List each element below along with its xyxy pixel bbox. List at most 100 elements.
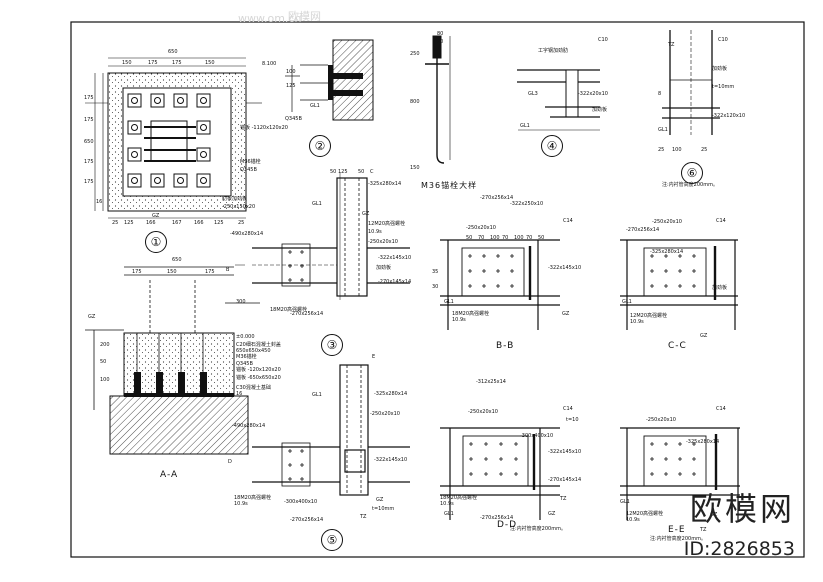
- bolt-mark: [484, 457, 488, 461]
- bolt-mark: [496, 284, 500, 288]
- detail-number-5: ⑤: [321, 529, 343, 551]
- plan1-dims-top-label: 150: [205, 60, 215, 66]
- bb-labels-label: 10.9s: [452, 317, 466, 323]
- detail-number-3: ③: [321, 334, 343, 356]
- plan1-dims-bottom-label: 166: [146, 220, 156, 226]
- dd-labels-label: -270x256x14: [480, 515, 514, 521]
- section-b-b: [440, 239, 560, 330]
- bolt-mark: [664, 269, 668, 273]
- d3-labels-label: -322x145x10: [378, 255, 412, 261]
- d5-labels-label: -270x256x14: [290, 517, 324, 523]
- d3-labels-label: 50: [358, 169, 365, 175]
- section-title-dd: D-D: [497, 520, 518, 530]
- bolt-mark: [469, 472, 473, 476]
- aa-dims-top-label: 175: [205, 269, 215, 275]
- aa-labels-label: 16: [236, 391, 243, 397]
- bolt-mark: [692, 442, 696, 446]
- detail-number-4: ④: [541, 135, 563, 157]
- bolt-mark: [499, 442, 503, 446]
- aa-labels-label: ±0.000: [236, 334, 255, 340]
- bolt-mark: [510, 284, 514, 288]
- bb-labels-label: 70: [526, 235, 533, 241]
- brand-id: ID:2826853: [683, 538, 795, 560]
- section-title-aa: A-A: [160, 470, 179, 480]
- bolt-mark: [300, 477, 304, 481]
- bb-labels-label: 50: [538, 235, 545, 241]
- d6-labels-label: 100: [672, 147, 682, 153]
- d2-labels-label: 150: [410, 165, 420, 171]
- d3-labels-label: C: [370, 169, 374, 175]
- section-title-ee: E-E: [668, 525, 686, 535]
- aa-labels-label: M36锚栓: [236, 354, 257, 360]
- bolt-mark: [678, 254, 682, 258]
- d4-labels-label: GL3: [528, 91, 538, 97]
- dd-labels-label: GZ: [548, 511, 556, 517]
- ee-labels-label: -250x20x10: [646, 417, 676, 423]
- plan1-dims-top-label: 175: [148, 60, 158, 66]
- bolt-mark: [482, 269, 486, 273]
- section-title-m36: M36锚栓大样: [421, 181, 478, 190]
- detail-1-plan: [85, 57, 262, 219]
- detail-number-2: ②: [309, 135, 331, 157]
- d5-labels-label: E: [372, 354, 376, 360]
- dd-labels-label: -250x20x10: [468, 409, 498, 415]
- bb-labels-label: -250x20x10: [466, 225, 496, 231]
- bolt-mark: [664, 254, 668, 258]
- plan1-dims-left-label: 175: [84, 179, 94, 185]
- dd-labels-label: -270x145x14: [548, 477, 582, 483]
- bb-labels-label: GL1: [444, 299, 454, 305]
- bolt-mark: [678, 269, 682, 273]
- dd-labels-label: 18M20高强螺栓: [440, 495, 478, 501]
- d2-labels-label: Q345B: [285, 116, 302, 122]
- bolt-mark: [288, 449, 292, 453]
- section-a-a: [85, 266, 260, 455]
- aa-labels-label: 300: [236, 299, 246, 305]
- d2-labels-label: 20: [437, 39, 444, 45]
- plan1-dims-left-label: 650: [84, 139, 94, 145]
- cc-labels-label: 加劲板: [712, 285, 728, 291]
- plan1-dims-bottom-label: 125: [214, 220, 224, 226]
- bolt-mark: [288, 463, 292, 467]
- bb-labels-label: 70: [478, 235, 485, 241]
- m36-anchor-bolt: [425, 35, 451, 164]
- dd-labels-label: -322x145x10: [548, 449, 582, 455]
- d3-labels-label: GZ: [362, 211, 370, 217]
- bolt-mark: [664, 457, 668, 461]
- d4-labels-label: C10: [598, 37, 608, 43]
- d5-labels-label: GL1: [312, 392, 322, 398]
- bolt-mark: [496, 254, 500, 258]
- d2-labels-label: 80: [437, 31, 444, 37]
- d3-labels-label: 125: [338, 169, 348, 175]
- d5-labels-label: -300x400x10: [284, 499, 318, 505]
- bb-labels-label: 100: [514, 235, 524, 241]
- bb-labels-label: 50: [466, 235, 473, 241]
- aa-labels-label: 650x650x450: [236, 348, 271, 354]
- bolt-mark: [664, 442, 668, 446]
- bolt-mark: [678, 442, 682, 446]
- bolt-mark: [650, 457, 654, 461]
- bolt-mark: [469, 442, 473, 446]
- d3-labels-label: -325x280x14: [368, 181, 402, 187]
- ee-labels-label: TZ: [700, 527, 707, 533]
- bolt-mark: [468, 254, 472, 258]
- d5-labels-label: -322x145x10: [374, 457, 408, 463]
- bolt-mark: [650, 472, 654, 476]
- aa-labels-label: 锚板 -650x650x20: [236, 375, 281, 381]
- d4-labels-label: -322x20x10: [578, 91, 608, 97]
- bb-labels-label: 30: [432, 284, 439, 290]
- aa-dims-top-label: 150: [167, 269, 177, 275]
- bolt-mark: [692, 269, 696, 273]
- bolt-mark: [664, 472, 668, 476]
- d3-labels-label: 加劲板: [376, 265, 392, 271]
- plan1-dims-bottom-label: 125: [124, 220, 134, 226]
- cc-labels-label: 12M20高强螺栓: [630, 313, 668, 319]
- dd-labels-label: TZ: [560, 496, 567, 502]
- d5-labels-label: TZ: [360, 514, 367, 520]
- section-e-e: [620, 427, 740, 520]
- d4-labels-label: GL1: [520, 123, 530, 129]
- bolt-mark: [300, 250, 304, 254]
- d2-labels-label: 8.100: [262, 61, 277, 67]
- detail-6: [662, 30, 720, 135]
- bb-labels-label: GZ: [562, 311, 570, 317]
